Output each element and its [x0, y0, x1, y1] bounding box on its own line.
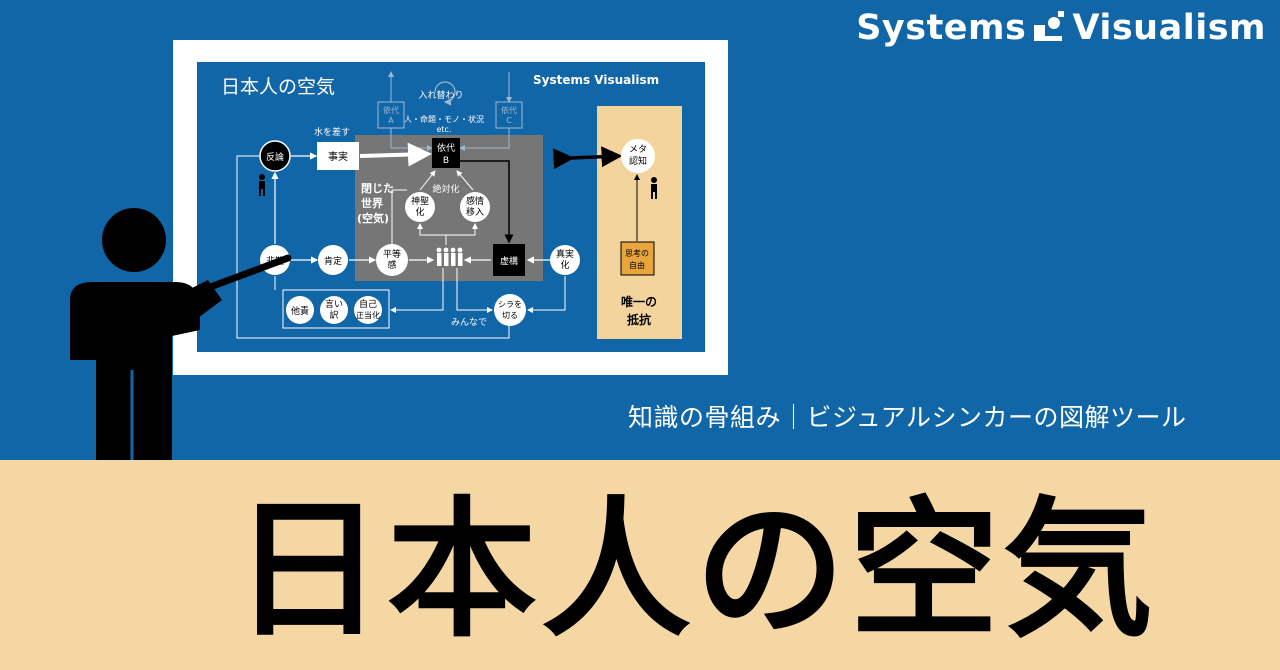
svg-text:肯定: 肯定: [324, 255, 342, 267]
affirm-node: [318, 245, 348, 275]
blame-node: [286, 296, 314, 324]
svg-text:平等: 平等: [383, 248, 401, 260]
substitution-etc: etc.: [437, 125, 452, 134]
page-title: 日本人の空気: [232, 484, 1157, 658]
svg-text:シラを: シラを: [498, 300, 522, 309]
presenter-body: [70, 282, 200, 460]
svg-text:思考の: 思考の: [625, 249, 649, 258]
svg-text:正当化: 正当化: [356, 310, 380, 320]
sanctify-node: [405, 192, 435, 222]
substitution-note: 人・命題・モノ・状況: [404, 114, 484, 124]
svg-text:依代: 依代: [501, 105, 517, 115]
svg-text:訳: 訳: [329, 309, 338, 321]
diagram-brand: Systems Visualism: [533, 73, 659, 87]
truth-node: [550, 245, 580, 275]
svg-text:抵抗: 抵抗: [627, 312, 651, 327]
bottom-banner: [0, 460, 1280, 670]
svg-text:自己: 自己: [359, 298, 377, 310]
person-icon: [259, 174, 265, 196]
svg-text:事実: 事実: [328, 150, 348, 163]
svg-text:(空気): (空気): [357, 211, 389, 225]
person-icon-right: [651, 177, 657, 199]
systems-visualism-logo-icon: [1034, 11, 1065, 45]
svg-text:他責: 他責: [291, 305, 309, 317]
cycle-icon: [434, 81, 456, 106]
self-justify-node: [354, 296, 382, 324]
excuse-node: [320, 296, 348, 324]
svg-text:化: 化: [560, 259, 569, 271]
svg-text:切る: 切る: [502, 311, 518, 320]
whiteboard: 日本人の空気 Systems Visualism 入れ替わり 人・命題・モノ・状…: [173, 40, 728, 375]
diagram-title: 日本人の空気: [221, 76, 335, 98]
brand-systems: Systems: [856, 8, 1027, 48]
svg-text:B: B: [443, 156, 449, 166]
svg-text:認知: 認知: [629, 155, 647, 167]
svg-text:メタ: メタ: [629, 144, 647, 155]
feign-node: [494, 294, 526, 326]
closed-world-label: 閉じた: [361, 182, 394, 195]
fact-node: [317, 142, 359, 170]
substitution-label: 入れ替わり: [418, 89, 463, 101]
water-label: 水を差す: [314, 126, 350, 138]
svg-text:感: 感: [387, 259, 396, 271]
svg-text:依代: 依代: [437, 142, 455, 154]
svg-text:依代: 依代: [383, 105, 399, 115]
resistance-label: 唯一の: [621, 294, 657, 309]
presenter-head: [102, 208, 166, 272]
everyone-label: みんなで: [451, 317, 487, 328]
svg-text:虚構: 虚構: [500, 255, 518, 267]
presenter-arm: [168, 280, 222, 330]
svg-text:C: C: [506, 116, 512, 125]
empathy-node: [460, 192, 490, 222]
svg-text:言い: 言い: [325, 298, 343, 310]
svg-text:神聖: 神聖: [411, 195, 429, 207]
crowd-icon: [436, 247, 463, 266]
absolutize-label: 絶対化: [432, 183, 459, 195]
presenter-figure: [70, 208, 292, 460]
svg-text:世界: 世界: [361, 196, 383, 210]
svg-text:A: A: [388, 116, 394, 125]
equality-node: [376, 244, 408, 276]
svg-text:感情: 感情: [466, 195, 484, 207]
svg-text:反論: 反論: [266, 151, 284, 163]
brand-visualism: Visualism: [1072, 8, 1266, 48]
pointer-stick: [201, 254, 292, 293]
brand-logo: Systems Visualism: [856, 8, 1266, 48]
subtitle: 知識の骨組み｜ビジュアルシンカーの図解ツール: [628, 403, 1187, 432]
meta-cognition-node: [621, 139, 655, 173]
freedom-node: [620, 241, 655, 276]
proxy-b-box: [432, 138, 460, 168]
air-diagram: 日本人の空気 Systems Visualism 入れ替わり 人・命題・モノ・状…: [197, 62, 705, 352]
excuses-group: [282, 289, 390, 329]
svg-text:化: 化: [415, 206, 424, 218]
svg-text:移入: 移入: [466, 206, 484, 218]
fiction-node: [493, 244, 525, 276]
svg-text:真実: 真実: [556, 248, 574, 260]
svg-text:自由: 自由: [629, 260, 645, 270]
